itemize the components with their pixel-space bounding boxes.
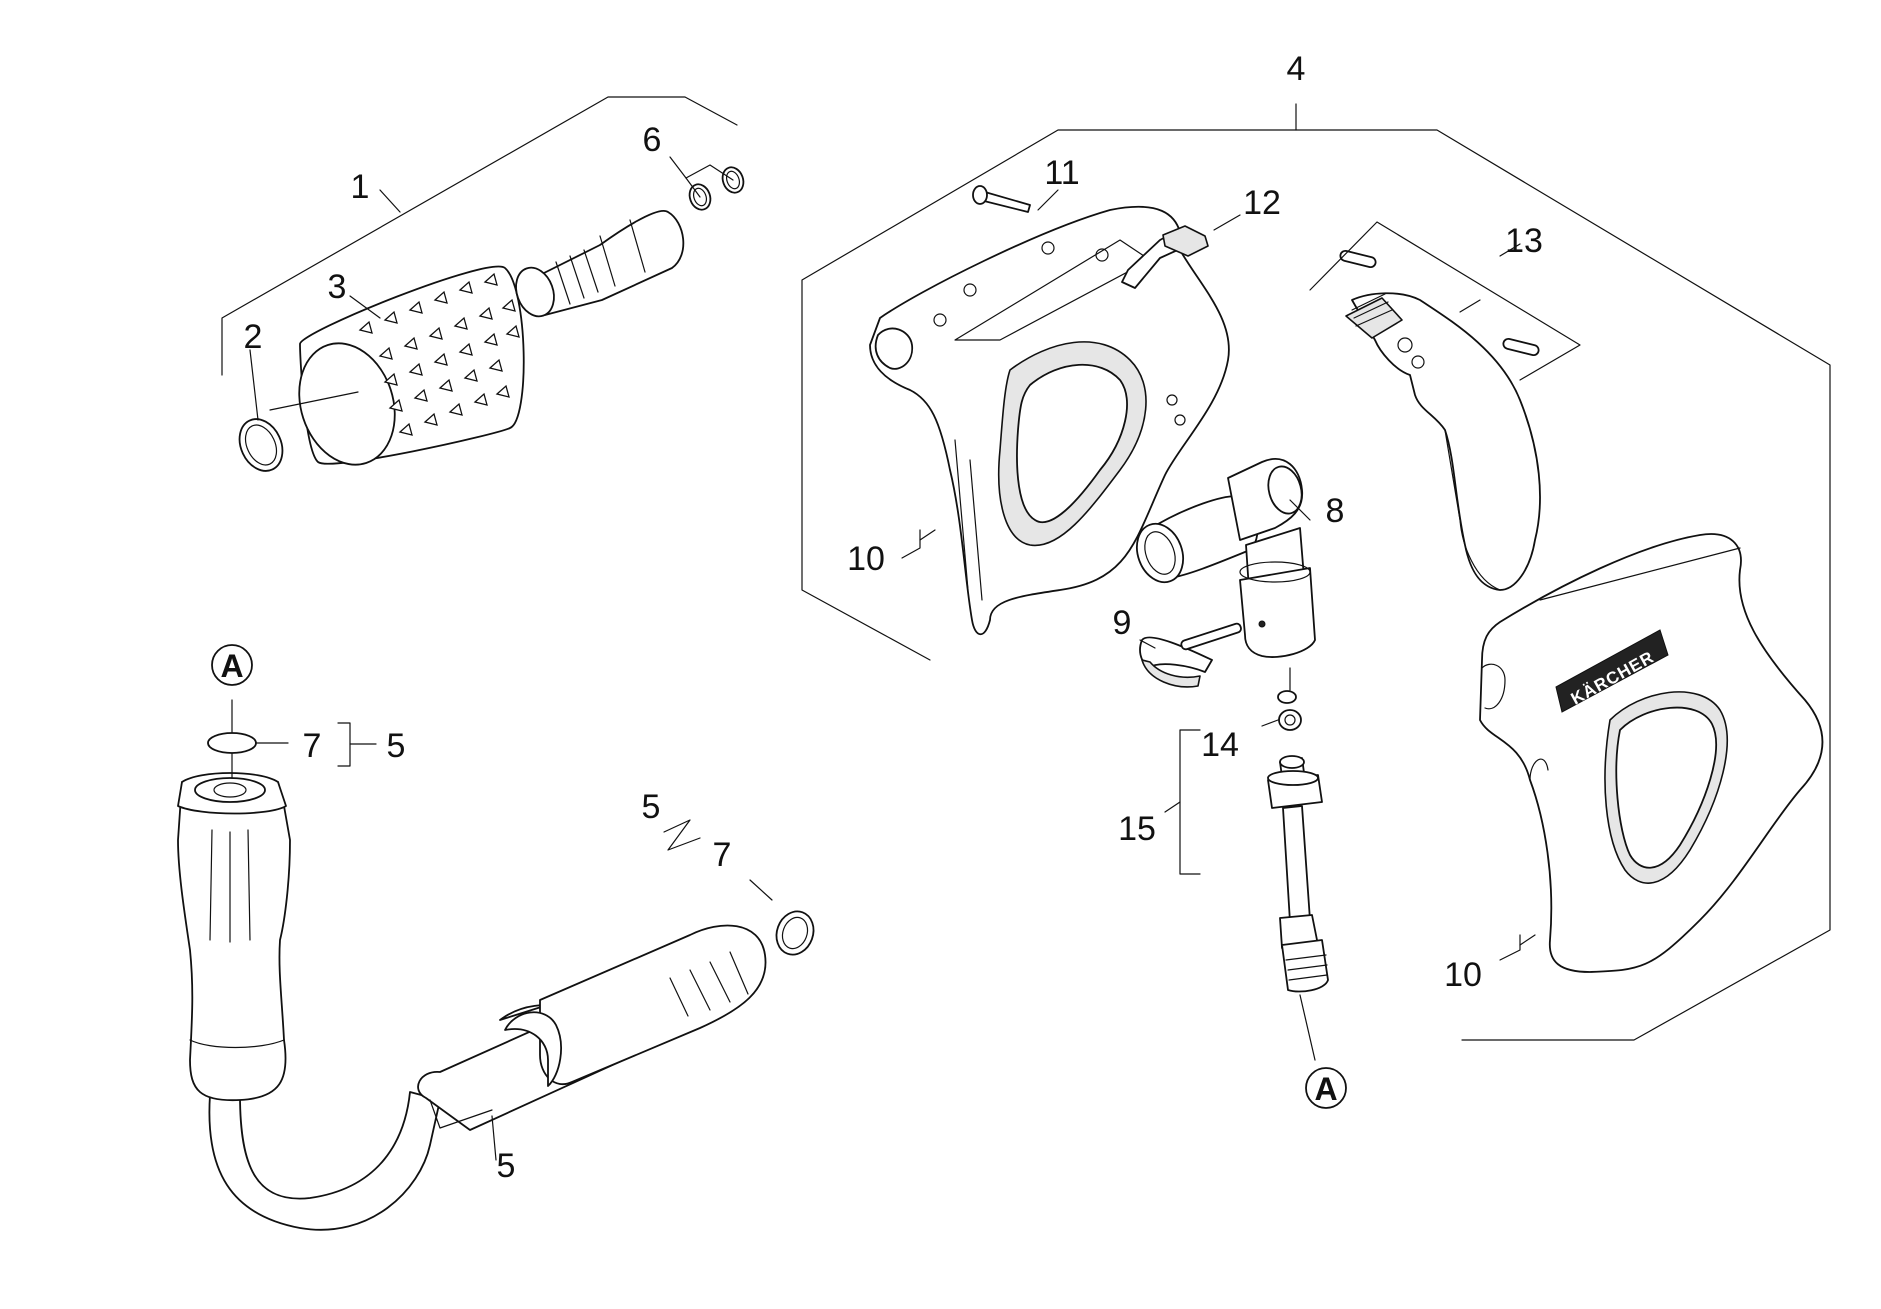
bracket-5c bbox=[429, 1099, 493, 1129]
callout-labels: 1 2 3 4 5 5 5 6 7 7 8 9 10 10 11 12 13 1… bbox=[244, 50, 1543, 1185]
callout-7-lance: 7 bbox=[713, 836, 732, 874]
callout-13: 13 bbox=[1505, 222, 1543, 260]
callout-12: 12 bbox=[1243, 184, 1281, 222]
leader-a-bottom bbox=[1299, 994, 1316, 1061]
leader-10a-b bbox=[919, 529, 936, 541]
part-14-o-rings bbox=[1277, 690, 1302, 731]
bracket-7-5 bbox=[337, 722, 351, 767]
leader-7b bbox=[749, 879, 773, 901]
part-15-valve-tube bbox=[1179, 729, 1329, 993]
leader-6 bbox=[669, 156, 687, 179]
callout-2: 2 bbox=[244, 318, 263, 356]
group-4-bracket bbox=[801, 103, 1831, 1041]
leader-14 bbox=[1261, 719, 1279, 727]
callout-8: 8 bbox=[1326, 492, 1345, 530]
leader-9 bbox=[1139, 639, 1156, 649]
group-1-bracket bbox=[221, 96, 738, 376]
leader-12 bbox=[1213, 214, 1241, 231]
part-11-screw bbox=[972, 185, 1031, 213]
callout-14: 14 bbox=[1201, 726, 1239, 764]
part-2-ring-clip bbox=[238, 418, 284, 472]
callout-1: 1 bbox=[351, 168, 370, 206]
callout-15: 15 bbox=[1118, 810, 1156, 848]
leader-3 bbox=[349, 295, 381, 319]
leader-10b-b bbox=[1519, 934, 1536, 946]
part-13-trigger bbox=[1345, 292, 1541, 591]
callout-5-hose: 5 bbox=[497, 1147, 516, 1185]
leader-2 bbox=[269, 391, 359, 411]
leader-2b bbox=[249, 349, 259, 421]
leader-5c bbox=[491, 1115, 497, 1161]
part-6-o-rings bbox=[685, 164, 745, 211]
part-5-hose-assembly bbox=[177, 772, 815, 1231]
callout-4: 4 bbox=[1287, 50, 1306, 88]
part-7-o-ring-top bbox=[207, 699, 257, 779]
callout-7-top: 7 bbox=[303, 727, 322, 765]
bracket-5b bbox=[663, 819, 701, 851]
marker-a-bottom-label: A bbox=[1314, 1071, 1337, 1107]
leader-10a bbox=[901, 529, 921, 559]
callout-10-right: 10 bbox=[1444, 956, 1482, 994]
leader-10b bbox=[1499, 934, 1521, 961]
callout-5-lance: 5 bbox=[642, 788, 661, 826]
marker-a-bottom: A bbox=[1305, 1067, 1347, 1109]
part-10-housing-left-half bbox=[869, 205, 1230, 636]
leader-11 bbox=[1037, 189, 1059, 211]
callout-5-top: 5 bbox=[387, 727, 406, 765]
part-10-housing-right-half: KÄRCHER bbox=[1479, 533, 1824, 973]
part-9-clip-pin bbox=[1139, 622, 1242, 688]
callout-10-left: 10 bbox=[847, 540, 885, 578]
part-8-elbow-connector bbox=[1136, 458, 1316, 658]
callout-3: 3 bbox=[328, 268, 347, 306]
callout-11: 11 bbox=[1044, 154, 1079, 192]
part-13-pins bbox=[1309, 221, 1581, 381]
callout-6: 6 bbox=[643, 121, 662, 159]
sleeve-perforations bbox=[358, 272, 520, 436]
leader-8 bbox=[1289, 499, 1311, 521]
leader-15 bbox=[1164, 801, 1181, 813]
callout-9: 9 bbox=[1113, 604, 1132, 642]
marker-a-top: A bbox=[211, 644, 253, 686]
part-3-perforated-sleeve bbox=[298, 265, 525, 466]
part-nozzle-insert bbox=[515, 209, 685, 318]
part-12-clip bbox=[1121, 225, 1209, 289]
marker-a-top-label: A bbox=[220, 648, 243, 684]
leader-13 bbox=[1499, 243, 1521, 257]
